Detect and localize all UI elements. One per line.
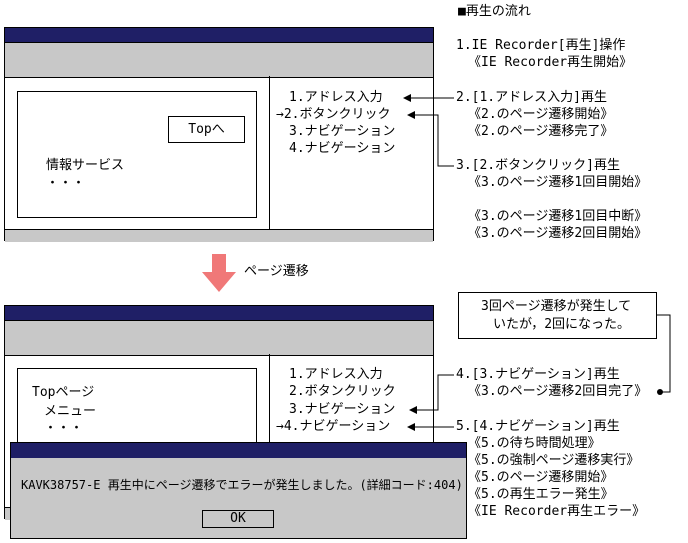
- callout-line1: 3回ページ遷移が発生して: [481, 299, 632, 314]
- step-2-title: 2.[1.アドレス入力]再生: [456, 90, 607, 105]
- step-2-item-2: 《2.のページ遷移完了》: [468, 124, 614, 139]
- step-5-item-5: 《IE Recorder再生エラー》: [468, 504, 646, 519]
- step-3-item-1: 《3.のページ遷移1回目開始》: [468, 175, 648, 190]
- step-3-title: 3.[2.ボタンクリック]再生: [456, 158, 620, 173]
- error-dialog-titlebar: [11, 443, 466, 458]
- arrow-step4: [409, 374, 454, 414]
- top-content-frame: Topへ 情報サービス ・・・: [17, 91, 257, 218]
- step-2-item-1: 《2.のページ遷移開始》: [468, 107, 614, 122]
- top-window-statusbar: [5, 229, 433, 242]
- step-5-item-1: 《5.の待ち時間処理》: [468, 436, 601, 451]
- error-message: KAVK38757-E 再生中にページ遷移でエラーが発生しました。(詳細コード:…: [21, 478, 463, 492]
- step-3-item-4: 《3.のページ遷移2回目開始》: [468, 226, 648, 241]
- step-3-item-3: 《3.のページ遷移1回目中断》: [468, 209, 648, 224]
- step-4-title: 4.[3.ナビゲーション]再生: [456, 367, 620, 382]
- diagram-heading: ■再生の流れ: [458, 4, 531, 19]
- step-5-item-3: 《5.のページ遷移開始》: [468, 470, 614, 485]
- bottom-window-divider: [269, 354, 270, 507]
- top-content-line2: ・・・: [46, 176, 86, 191]
- top-nav-item-4[interactable]: 4.ナビゲーション: [289, 141, 396, 156]
- callout-connector: [657, 314, 671, 393]
- ok-button-label: OK: [230, 511, 246, 526]
- bottom-nav-item-3[interactable]: 3.ナビゲーション: [289, 402, 396, 417]
- page-transition-arrow-icon: [202, 254, 236, 292]
- bottom-window-toolbar: [5, 320, 433, 356]
- step-5-item-4: 《5.の再生エラー発生》: [468, 487, 614, 502]
- step-1-item-1: 《IE Recorder再生開始》: [468, 55, 633, 70]
- error-dialog: KAVK38757-E 再生中にページ遷移でエラーが発生しました。(詳細コード:…: [10, 442, 467, 539]
- top-button[interactable]: Topへ: [168, 116, 245, 143]
- top-content-line1: 情報サービス: [46, 158, 125, 173]
- bottom-content-line1: Topページ: [32, 385, 95, 400]
- bottom-content-line3: ・・・: [44, 421, 84, 436]
- top-window-toolbar: [5, 42, 433, 78]
- bottom-nav-item-1[interactable]: 1.アドレス入力: [289, 367, 383, 382]
- ok-button[interactable]: OK: [202, 510, 274, 528]
- bottom-nav-item-2[interactable]: 2.ボタンクリック: [289, 384, 396, 399]
- top-nav-item-1[interactable]: 1.アドレス入力: [289, 90, 383, 105]
- step-1-title: 1.IE Recorder[再生]操作: [456, 38, 626, 53]
- top-button-label: Topへ: [188, 122, 225, 137]
- arrow-step3: [407, 111, 454, 167]
- top-nav-item-2[interactable]: →2.ボタンクリック: [276, 107, 391, 122]
- top-browser-window: Topへ 情報サービス ・・・: [4, 27, 434, 242]
- callout-dot: [657, 389, 663, 395]
- top-window-divider: [269, 76, 270, 229]
- callout-line2: いたが，2回になった。: [493, 317, 631, 332]
- top-window-titlebar: [5, 28, 433, 42]
- transition-label: ページ遷移: [244, 264, 309, 279]
- top-nav-item-3[interactable]: 3.ナビゲーション: [289, 124, 396, 139]
- callout-box: 3回ページ遷移が発生して いたが，2回になった。: [458, 292, 657, 339]
- bottom-nav-item-4[interactable]: →4.ナビゲーション: [276, 419, 391, 434]
- step-4-item-1: 《3.のページ遷移2回目完了》: [468, 384, 648, 399]
- bottom-window-titlebar: [5, 306, 433, 320]
- step-5-item-2: 《5.の強制ページ遷移実行》: [468, 453, 640, 468]
- step-5-title: 5.[4.ナビゲーション]再生: [456, 419, 620, 434]
- bottom-content-line2: メニュー: [44, 404, 97, 419]
